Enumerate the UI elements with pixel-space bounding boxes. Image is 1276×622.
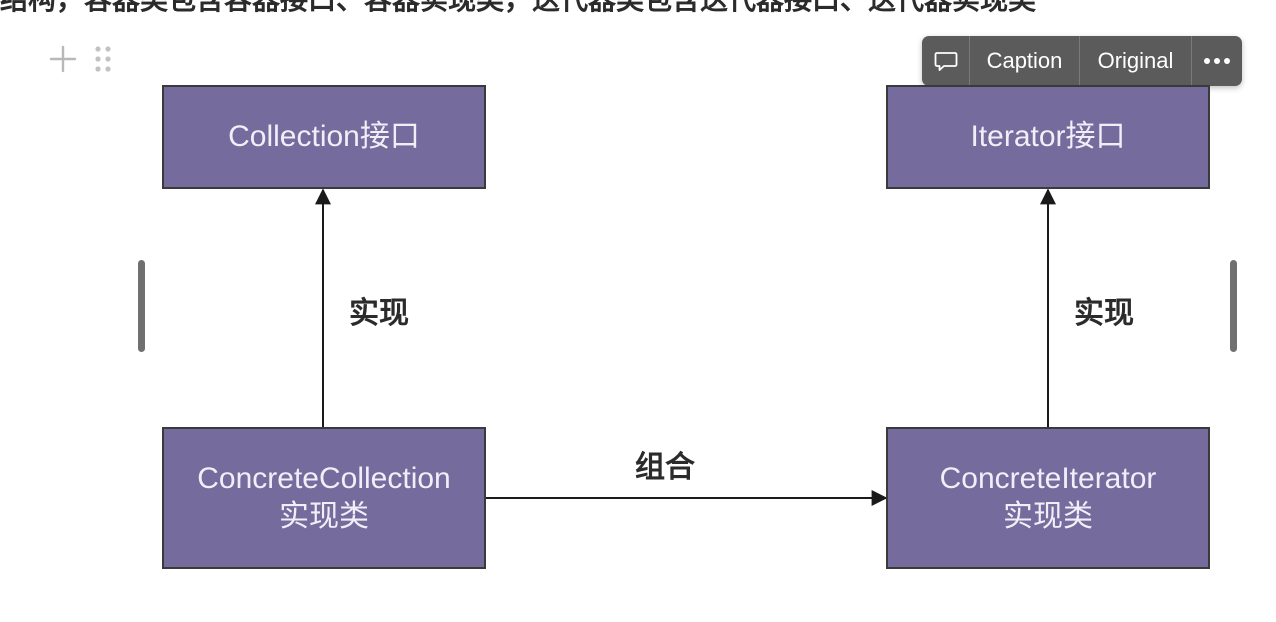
diagram-arrows (315, 188, 1056, 506)
top-paragraph-text: 结构，容器类包含容器接口、容器实现类，迭代器类包含迭代器接口、迭代器实现类 (0, 0, 1276, 18)
drag-handle-icon[interactable] (94, 44, 112, 74)
left-implements-label: 实现 (349, 296, 409, 331)
plus-icon[interactable] (48, 44, 78, 74)
concrete-collection-label: ConcreteCollection (197, 462, 451, 495)
diagram-image: Collection接口 Iterator接口 ConcreteCollecti… (145, 70, 1235, 610)
concrete-iterator-box: ConcreteIterator 实现类 (886, 427, 1210, 569)
right-implements-label: 实现 (1074, 296, 1134, 331)
collection-interface-label: Collection接口 (228, 120, 420, 153)
comment-button[interactable] (922, 36, 970, 86)
composition-label: 组合 (635, 450, 695, 485)
left-resize-handle[interactable] (138, 260, 145, 352)
iterator-interface-label: Iterator接口 (970, 120, 1126, 153)
more-icon (1204, 58, 1230, 64)
concrete-iterator-label: ConcreteIterator (939, 462, 1157, 495)
collection-interface-box: Collection接口 (162, 85, 486, 189)
concrete-iterator-sublabel: 实现类 (1003, 500, 1093, 533)
iterator-interface-box: Iterator接口 (886, 85, 1210, 189)
caption-button[interactable]: Caption (970, 36, 1080, 86)
image-toolbar: Caption Original (922, 36, 1242, 86)
original-button[interactable]: Original (1080, 36, 1192, 86)
concrete-collection-sublabel: 实现类 (279, 500, 369, 533)
more-button[interactable] (1192, 36, 1242, 86)
block-handles (48, 44, 112, 74)
concrete-collection-box: ConcreteCollection 实现类 (162, 427, 486, 569)
comment-icon (934, 52, 957, 71)
right-resize-handle[interactable] (1230, 260, 1237, 352)
